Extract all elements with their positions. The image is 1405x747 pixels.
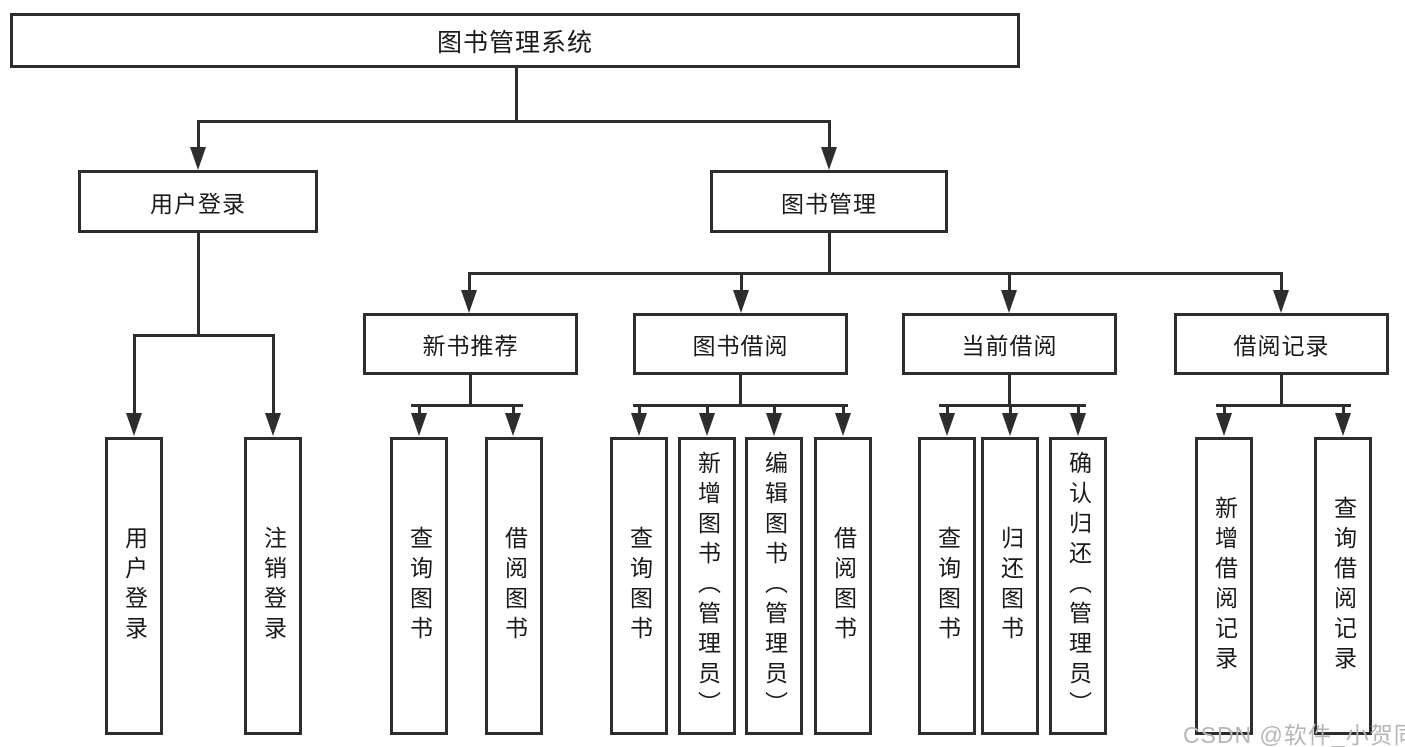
connector-line bbox=[1223, 404, 1226, 416]
connector-line bbox=[197, 120, 200, 150]
connector-line bbox=[740, 272, 743, 292]
arrow-down-icon bbox=[1002, 413, 1018, 436]
node-library-management-system: 图书管理系统 bbox=[10, 13, 1020, 68]
arrow-down-icon bbox=[1001, 290, 1017, 313]
connector-line bbox=[939, 404, 1086, 407]
leaf-return-books: 归还图书 bbox=[981, 437, 1039, 735]
connector-line bbox=[1342, 404, 1345, 416]
node-label: 编辑图书（管理员） bbox=[761, 451, 788, 721]
connector-line bbox=[1009, 404, 1012, 416]
connector-line bbox=[828, 233, 831, 275]
leaf-borrow-books-recommend: 借阅图书 bbox=[485, 437, 543, 735]
node-book-management: 图书管理 bbox=[710, 170, 948, 233]
node-label: 借阅图书 bbox=[830, 526, 857, 646]
node-label: 查询图书 bbox=[626, 526, 653, 646]
node-label: 新增图书（管理员） bbox=[694, 451, 721, 721]
arrow-down-icon bbox=[126, 413, 142, 436]
leaf-query-books-current: 查询图书 bbox=[918, 437, 976, 735]
connector-line bbox=[469, 375, 472, 407]
node-label: 注销登录 bbox=[260, 526, 287, 646]
arrow-down-icon bbox=[1070, 413, 1086, 436]
node-label: 图书管理系统 bbox=[436, 28, 593, 57]
node-label: 图书管理 bbox=[781, 190, 877, 217]
connector-line bbox=[197, 120, 831, 123]
connector-line bbox=[1280, 375, 1283, 407]
arrow-down-icon bbox=[733, 290, 749, 313]
arrow-down-icon bbox=[766, 413, 782, 436]
node-label: 用户登录 bbox=[121, 526, 148, 646]
connector-line bbox=[638, 404, 641, 416]
arrow-down-icon bbox=[190, 147, 206, 170]
leaf-confirm-return-admin: 确认归还（管理员） bbox=[1049, 437, 1107, 735]
csdn-watermark: CSDN @软件_小贺同学 bbox=[1183, 722, 1405, 747]
connector-line bbox=[828, 120, 831, 150]
connector-line bbox=[512, 404, 515, 416]
leaf-borrow-books-borrow: 借阅图书 bbox=[814, 437, 872, 735]
connector-line bbox=[133, 334, 275, 337]
node-label: 查询借阅记录 bbox=[1330, 496, 1357, 676]
node-label: 归还图书 bbox=[997, 526, 1024, 646]
node-label: 借阅图书 bbox=[501, 526, 528, 646]
connector-line bbox=[1077, 404, 1080, 416]
arrow-down-icon bbox=[505, 413, 521, 436]
arrow-down-icon bbox=[411, 413, 427, 436]
connector-line bbox=[773, 404, 776, 416]
connector-line bbox=[739, 375, 742, 407]
arrow-down-icon bbox=[821, 147, 837, 170]
arrow-down-icon bbox=[699, 413, 715, 436]
connector-line bbox=[272, 334, 275, 416]
connector-line bbox=[1216, 404, 1351, 407]
connector-line bbox=[946, 404, 949, 416]
node-label: 借阅记录 bbox=[1233, 333, 1330, 359]
leaf-edit-books-admin: 编辑图书（管理员） bbox=[745, 437, 803, 735]
leaf-logout: 注销登录 bbox=[244, 437, 302, 735]
connector-line bbox=[133, 334, 136, 416]
arrow-down-icon bbox=[1273, 290, 1289, 313]
arrow-down-icon bbox=[631, 413, 647, 436]
node-borrowing-records: 借阅记录 bbox=[1174, 313, 1389, 375]
node-current-borrowing: 当前借阅 bbox=[902, 313, 1117, 375]
node-label: 用户登录 bbox=[150, 190, 246, 217]
arrow-down-icon bbox=[835, 413, 851, 436]
node-user-login: 用户登录 bbox=[78, 170, 318, 233]
leaf-user-login: 用户登录 bbox=[105, 437, 163, 735]
arrow-down-icon bbox=[1216, 413, 1232, 436]
leaf-query-books-borrow: 查询图书 bbox=[610, 437, 668, 735]
connector-line bbox=[842, 404, 845, 416]
arrow-down-icon bbox=[461, 290, 477, 313]
arrow-down-icon bbox=[939, 413, 955, 436]
arrow-down-icon bbox=[1335, 413, 1351, 436]
connector-line bbox=[633, 404, 848, 407]
leaf-query-books-recommend: 查询图书 bbox=[390, 437, 448, 735]
node-new-book-recommendation: 新书推荐 bbox=[363, 313, 578, 375]
connector-line bbox=[706, 404, 709, 416]
leaf-query-borrow-record: 查询借阅记录 bbox=[1314, 437, 1372, 735]
node-label: 查询图书 bbox=[406, 526, 433, 646]
leaf-add-borrow-record: 新增借阅记录 bbox=[1195, 437, 1253, 735]
connector-line bbox=[1280, 272, 1283, 292]
node-label: 图书借阅 bbox=[692, 333, 789, 359]
connector-line bbox=[1008, 272, 1011, 292]
connector-line bbox=[418, 404, 421, 416]
connector-line bbox=[1008, 375, 1011, 407]
connector-line bbox=[468, 272, 1283, 275]
node-label: 新书推荐 bbox=[422, 333, 519, 359]
connector-line bbox=[411, 404, 523, 407]
connector-line bbox=[515, 68, 518, 121]
connector-line bbox=[197, 233, 200, 337]
node-label: 确认归还（管理员） bbox=[1065, 451, 1092, 721]
arrow-down-icon bbox=[265, 413, 281, 436]
node-label: 当前借阅 bbox=[961, 333, 1058, 359]
leaf-add-books-admin: 新增图书（管理员） bbox=[678, 437, 736, 735]
node-label: 查询图书 bbox=[934, 526, 961, 646]
node-book-borrowing: 图书借阅 bbox=[633, 313, 848, 375]
connector-line bbox=[468, 272, 471, 292]
node-label: 新增借阅记录 bbox=[1211, 496, 1238, 676]
